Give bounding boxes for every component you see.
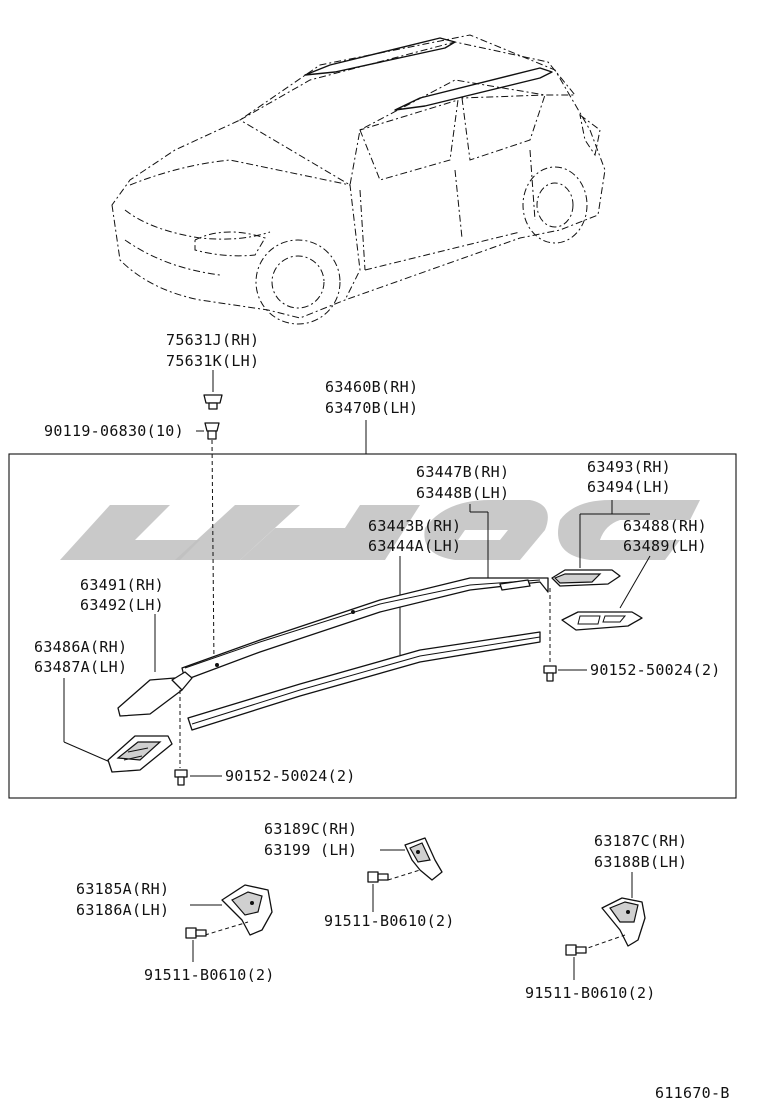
emblem-label-lh: 75631K(LH): [166, 352, 259, 370]
bolt-center-label: 91511-B0610(2): [324, 912, 455, 930]
end-cover-front-label-lh: 63492(LH): [80, 596, 164, 614]
bolt-center-icon: [367, 871, 389, 883]
roof-rail-outer: [181, 577, 549, 681]
clip-label: 90119-06830(10): [44, 422, 184, 440]
bolt-left-label: 91511-B0610(2): [144, 966, 275, 984]
diagram-code: 611670-B: [655, 1084, 730, 1102]
clip-icon: [204, 422, 220, 440]
rail-inner-label-lh: 63444A(LH): [368, 537, 461, 555]
bracket-right-label-rh: 63187C(RH): [594, 832, 687, 850]
end-base-rear-label-rh: 63488(RH): [623, 517, 707, 535]
bolt-left-icon: [185, 927, 207, 939]
end-cover-front-label-rh: 63491(RH): [80, 576, 164, 594]
screw-rear-icon: [543, 665, 557, 682]
end-base-front-label-rh: 63486A(RH): [34, 638, 127, 656]
car-outline: [111, 34, 606, 325]
watermark-logo: [60, 500, 700, 560]
rail-inner-label-rh: 63443B(RH): [368, 517, 461, 535]
roof-rail-inner: [187, 631, 541, 731]
bracket-left-label-rh: 63185A(RH): [76, 880, 169, 898]
end-cover-rear-label-lh: 63494(LH): [587, 478, 671, 496]
screw-rear-label: 90152-50024(2): [590, 661, 721, 679]
end-cover-rear-label-rh: 63493(RH): [587, 458, 671, 476]
emblem-clip-icon: [203, 394, 223, 410]
rail-outer-label-lh: 63448B(LH): [416, 484, 509, 502]
assembly-box: [8, 453, 737, 799]
bracket-left-icon: [221, 884, 273, 936]
bracket-right-label-lh: 63188B(LH): [594, 853, 687, 871]
emblem-label-rh: 75631J(RH): [166, 331, 259, 349]
rack-assembly-label-lh: 63470B(LH): [325, 399, 418, 417]
bracket-center-label-rh: 63189C(RH): [264, 820, 357, 838]
bolt-right-label: 91511-B0610(2): [525, 984, 656, 1002]
end-cover-front-icon: [117, 671, 193, 717]
end-cover-rear-icon: [551, 569, 621, 587]
bracket-left-label-lh: 63186A(LH): [76, 901, 169, 919]
end-base-front-label-lh: 63487A(LH): [34, 658, 127, 676]
rack-assembly-label-rh: 63460B(RH): [325, 378, 418, 396]
end-base-front-icon: [107, 735, 173, 773]
end-base-rear-label-lh: 63489(LH): [623, 537, 707, 555]
bracket-right-icon: [601, 897, 646, 947]
end-base-rear-icon: [561, 611, 643, 631]
screw-front-icon: [174, 769, 188, 786]
bracket-center-label-lh: 63199 (LH): [264, 841, 357, 859]
screw-front-label: 90152-50024(2): [225, 767, 356, 785]
bracket-center-icon: [404, 837, 443, 881]
bolt-right-icon: [565, 944, 587, 956]
rail-outer-label-rh: 63447B(RH): [416, 463, 509, 481]
